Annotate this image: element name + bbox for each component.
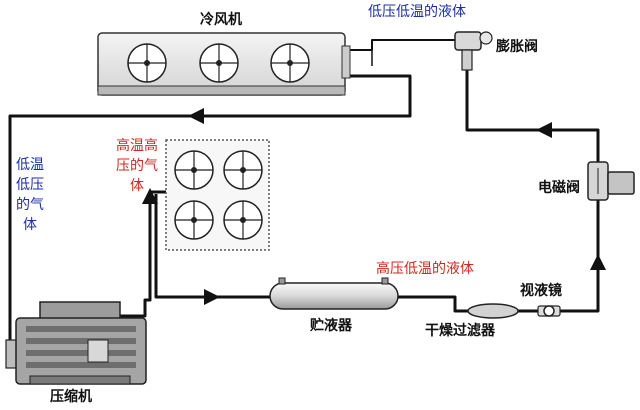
sight-glass-label: 视液镜: [520, 283, 562, 299]
low-pressure-low-temp-liquid-label: 低压低温的液体: [368, 4, 466, 20]
discharge-line: [120, 190, 166, 318]
cooler-fan-icon: [127, 43, 167, 83]
filter-drier-label: 干燥过滤器: [425, 323, 495, 339]
refrigerant-piping: [8, 39, 600, 340]
arrow-liquid-up: [590, 254, 606, 270]
low-temp-low-pressure-gas-label: 低温低压的气体: [16, 157, 44, 233]
condenser-fan-icon: [174, 150, 214, 190]
suction-line: [8, 74, 412, 340]
arrow-to-receiver: [204, 289, 220, 305]
air-cooler-unit: [97, 32, 351, 96]
cooler-fan-icon: [199, 43, 239, 83]
cooler-inlet-line: [345, 39, 458, 51]
high-temp-high-pressure-gas-label: 高温高压的气体: [116, 138, 158, 194]
arrow-solenoid-left: [536, 122, 552, 138]
air-cooler-label: 冷风机: [200, 12, 242, 28]
solenoid-valve-label: 电磁阀: [538, 180, 580, 196]
flow-arrows: [142, 108, 606, 305]
compressor-icon: [5, 301, 147, 385]
condenser-fan-icon: [223, 150, 263, 190]
cooler-fan-icon: [270, 43, 310, 83]
condenser-fan-icon: [223, 200, 263, 240]
arrow-suction-left: [188, 108, 204, 124]
receiver-label: 贮液器: [310, 318, 352, 334]
high-pressure-low-temp-liquid-label: 高压低温的液体: [376, 261, 474, 277]
condenser-outlet-line: [154, 194, 270, 299]
compressor-label: 压缩机: [50, 389, 92, 405]
expansion-valve-label: 膨胀阀: [496, 39, 538, 55]
condenser-unit: [165, 139, 270, 251]
receiver-tank-icon: [269, 277, 399, 310]
filter-drier-icon: [467, 303, 519, 319]
solenoid-valve-icon: [587, 161, 635, 201]
condenser-fan-icon: [174, 200, 214, 240]
expansion-valve-icon: [454, 31, 493, 71]
sight-glass-icon: [537, 305, 561, 317]
liquid-line: [398, 200, 600, 313]
arrow-discharge-up: [142, 188, 158, 204]
solenoid-line: [465, 70, 600, 162]
